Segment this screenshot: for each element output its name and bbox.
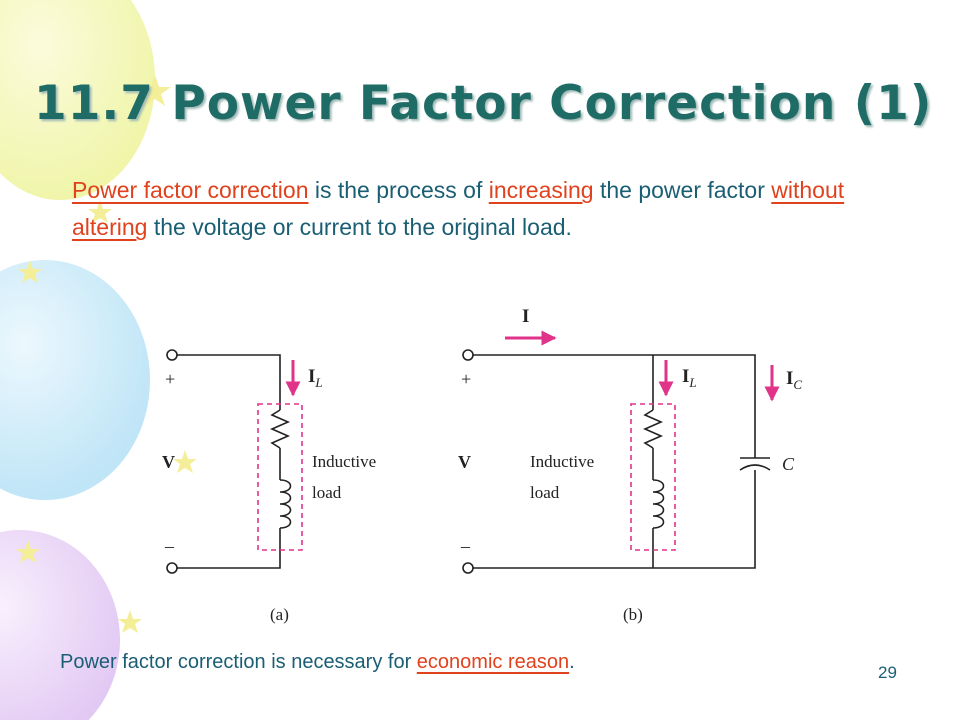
capacitor-label: C — [782, 454, 795, 474]
page-number: 29 — [878, 663, 897, 682]
minus-b: – — [460, 536, 471, 556]
bottom-note-text: Power factor correction is necessary for — [60, 651, 417, 673]
load-box-a — [257, 403, 303, 551]
inductor-a — [279, 479, 292, 529]
paragraph-text-3: the voltage or current to the original l… — [147, 214, 572, 240]
terminal-top-b — [462, 349, 474, 361]
purple-balloon — [0, 530, 120, 720]
blue-balloon — [0, 260, 150, 500]
circuit-a — [166, 349, 303, 574]
circuit-b — [462, 349, 771, 574]
caption-b: (b) — [623, 605, 643, 624]
terminal-bottom-b — [462, 562, 474, 574]
wire-a — [177, 354, 281, 569]
definition-paragraph: Power factor correction is the process o… — [72, 172, 872, 246]
resistor-a — [270, 409, 290, 449]
load-label-b-line2: load — [530, 483, 560, 502]
slide-title: 11.7 Power Factor Correction (1) — [34, 76, 933, 131]
term-without-altering: without altering — [72, 177, 845, 240]
current-label-total: I — [522, 306, 529, 327]
terminal-top-a — [166, 349, 178, 361]
paragraph-text-1: is the process of — [308, 177, 489, 203]
resistor-b — [643, 409, 663, 449]
paragraph-text-2: the power factor — [593, 177, 772, 203]
star-decoration — [16, 75, 197, 633]
minus-a: – — [164, 536, 175, 556]
voltage-label-b: V — [458, 452, 471, 472]
plus-b: + — [461, 369, 471, 389]
current-label-a: IL — [308, 366, 323, 390]
load-label-a-line1: Inductive — [312, 452, 376, 471]
terminal-bottom-a — [166, 562, 178, 574]
current-label-ic: IC — [786, 368, 802, 392]
caption-a: (a) — [270, 605, 289, 624]
bottom-note-end: . — [569, 651, 575, 673]
capacitor-b — [739, 457, 771, 471]
yellow-balloon — [0, 0, 155, 200]
term-power-factor-correction: Power factor correction — [72, 177, 309, 203]
term-economic-reason: economic reason — [416, 651, 570, 673]
inductor-b — [652, 479, 665, 529]
plus-a: + — [165, 369, 175, 389]
load-label-b-line1: Inductive — [530, 452, 594, 471]
load-label-a-line2: load — [312, 483, 342, 502]
load-box-b — [630, 403, 676, 551]
current-label-il-b: IL — [682, 366, 697, 390]
bottom-note: Power factor correction is necessary for… — [60, 651, 820, 674]
voltage-label-a: V — [162, 452, 175, 472]
circuit-figure: + – V IL Inductive load (a) I + – V IL I… — [162, 306, 802, 624]
term-increasing: increasing — [488, 177, 594, 203]
wire-b — [473, 354, 756, 569]
